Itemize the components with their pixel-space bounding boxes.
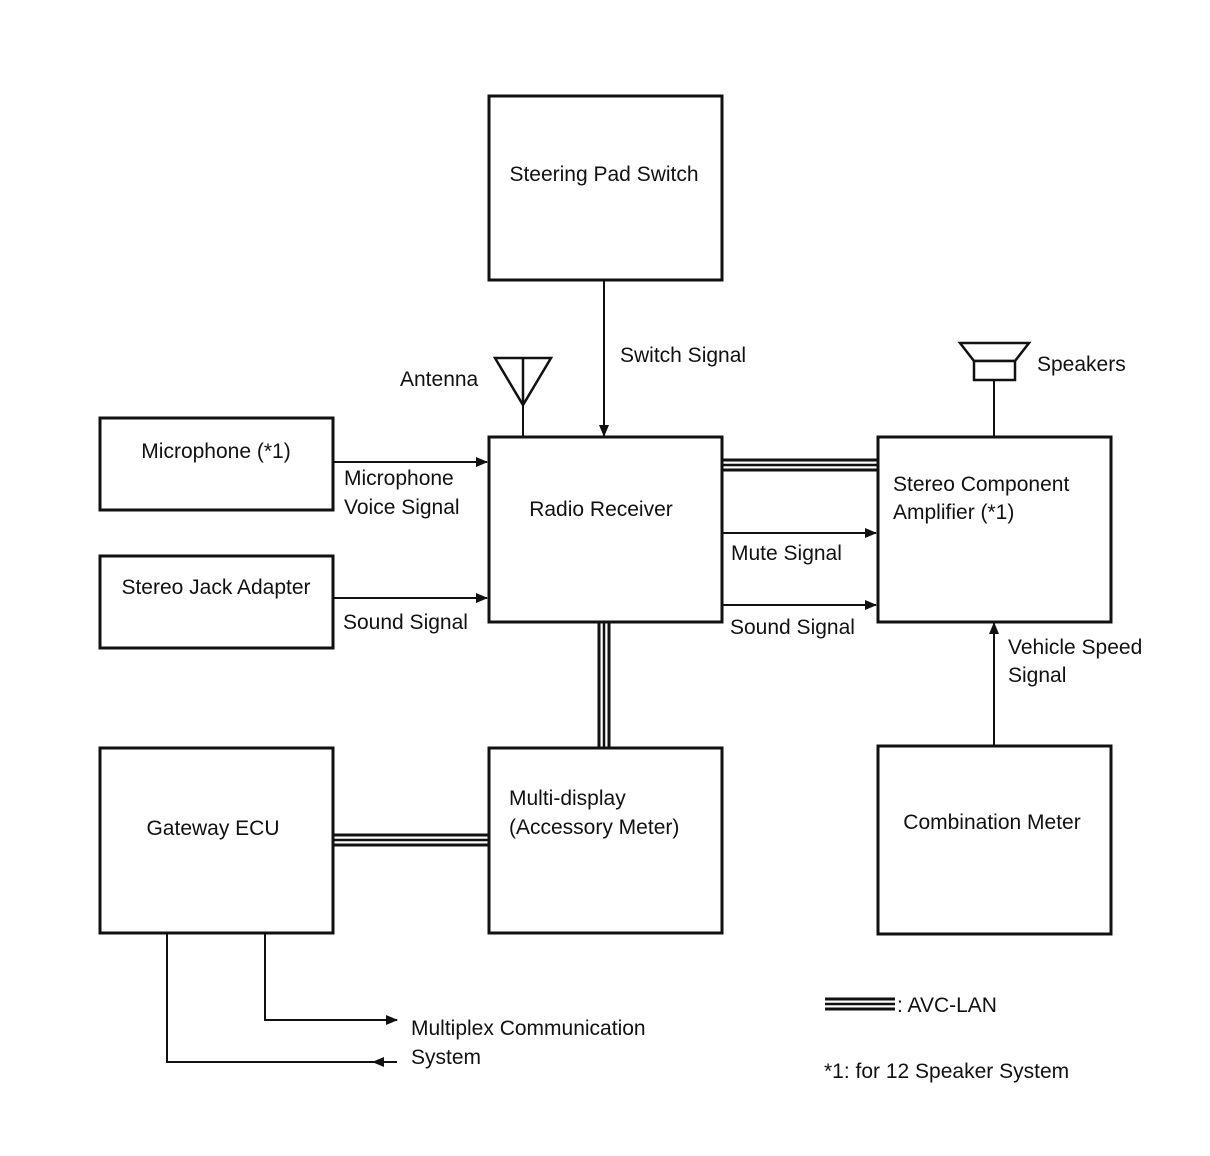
vehicle-speed-label-line2: Signal [1008, 664, 1066, 687]
multiplex-in-arrowhead [372, 1057, 384, 1067]
antenna-label: Antenna [400, 368, 479, 391]
stereo-amplifier-label-line1: Stereo Component [893, 473, 1069, 496]
gateway-ecu-box [98, 746, 335, 935]
steering-pad-switch-box [487, 94, 724, 282]
legend-avc-lan-label: : AVC-LAN [897, 994, 997, 1017]
multiplex-out-wire [264, 934, 398, 1025]
mute-signal-label: Mute Signal [731, 542, 842, 565]
steering-pad-switch-label: Steering Pad Switch [509, 163, 698, 186]
gateway-ecu-label: Gateway ECU [146, 817, 279, 840]
speakers-label: Speakers [1037, 353, 1126, 376]
legend-footnote: *1: for 12 Speaker System [824, 1060, 1069, 1083]
stereo-amplifier-box [876, 435, 1113, 624]
multi-display-label-line2: (Accessory Meter) [509, 816, 679, 839]
combination-meter-box [876, 744, 1113, 936]
speaker-icon [957, 341, 1032, 382]
multiplex-label-line2: System [411, 1046, 481, 1069]
stereo-jack-adapter-box [98, 554, 335, 650]
multi-display-box [487, 746, 724, 935]
stereo-jack-adapter-label: Stereo Jack Adapter [121, 576, 310, 599]
stereo-amplifier-label-line2: Amplifier (*1) [893, 501, 1014, 524]
vehicle-speed-label-line1: Vehicle Speed [1008, 636, 1142, 659]
radio-receiver-label: Radio Receiver [529, 498, 673, 521]
sound-signal-out-label: Sound Signal [730, 616, 855, 639]
sound-signal-in-label: Sound Signal [343, 611, 468, 634]
radio-receiver-box [487, 435, 724, 624]
antenna-icon [492, 356, 554, 408]
switch-signal-label: Switch Signal [620, 344, 746, 367]
microphone-box [98, 416, 335, 512]
multiplex-label-line1: Multiplex Communication [411, 1017, 646, 1040]
microphone-voice-label-line2: Voice Signal [344, 496, 460, 519]
microphone-label: Microphone (*1) [141, 440, 290, 463]
multi-display-label-line1: Multi-display [509, 787, 626, 810]
multiplex-in-wire [166, 934, 397, 1063]
microphone-voice-label-line1: Microphone [344, 467, 454, 490]
combination-meter-label: Combination Meter [903, 811, 1080, 834]
